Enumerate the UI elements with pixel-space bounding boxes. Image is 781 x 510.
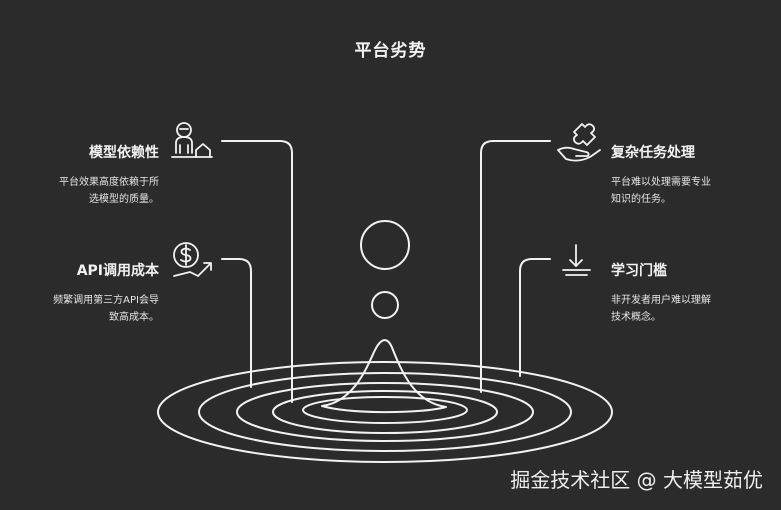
watermark: 掘金技术社区 @ 大模型茹优 xyxy=(510,468,763,492)
block-heading: API调用成本 xyxy=(76,263,159,279)
block-heading: 复杂任务处理 xyxy=(611,145,695,161)
ripple-ring-2 xyxy=(198,372,572,452)
ripple-ring-1 xyxy=(157,361,613,463)
connector-right-upper xyxy=(480,140,551,393)
block-complex-tasks: 复杂任务处理 平台难以处理需要专业 知识的任务。 xyxy=(611,142,711,208)
puzzle-hand-icon xyxy=(557,123,601,162)
drop-large xyxy=(360,220,410,270)
connector-left-upper xyxy=(221,140,293,403)
page-title: 平台劣势 xyxy=(354,41,427,61)
block-desc: 非开发者用户难以理解 技术概念。 xyxy=(611,295,711,323)
block-desc: 平台效果高度依赖于所 选模型的质量。 xyxy=(59,177,159,205)
dollar-growth-icon xyxy=(173,242,212,277)
ripple-ring-3 xyxy=(236,382,534,442)
block-api-cost: API调用成本 频繁调用第三方API会导 致高成本。 xyxy=(53,260,159,326)
ripple-ring-4 xyxy=(272,390,498,434)
ripple-ring-5 xyxy=(302,396,468,424)
block-desc: 平台难以处理需要专业 知识的任务。 xyxy=(611,177,711,205)
lower-bar-icon xyxy=(562,244,591,276)
block-heading: 学习门槛 xyxy=(611,263,667,279)
person-house-icon xyxy=(171,122,213,158)
block-desc: 频繁调用第三方API会导 致高成本。 xyxy=(53,295,159,323)
connector-right-lower xyxy=(519,258,551,377)
block-learning-threshold: 学习门槛 非开发者用户难以理解 技术概念。 xyxy=(611,260,711,326)
block-heading: 模型依赖性 xyxy=(89,145,159,161)
splash-peak xyxy=(321,339,447,414)
connector-left-lower xyxy=(221,258,252,388)
block-model-dependency: 模型依赖性 平台效果高度依赖于所 选模型的质量。 xyxy=(59,142,159,208)
drop-small xyxy=(371,291,399,319)
